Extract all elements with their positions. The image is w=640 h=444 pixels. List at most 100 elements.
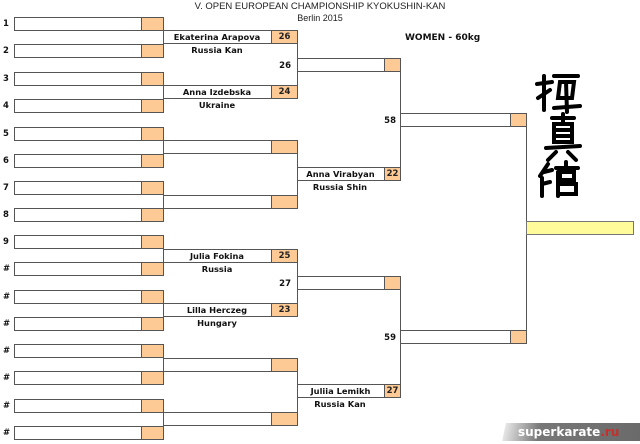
match-number: 27 [279, 279, 291, 289]
competitor-country: Ukraine [198, 100, 236, 110]
round3-slot[interactable] [297, 58, 401, 72]
weight-category: WOMEN - 60kg [405, 33, 481, 43]
competitor-name: Anna Virabyan [306, 169, 375, 179]
competitor-name [298, 59, 383, 71]
score-box [384, 276, 401, 290]
bracket-connector [163, 405, 164, 434]
bracket-connector [400, 65, 401, 175]
round1-slot[interactable] [14, 72, 164, 86]
round3-slot[interactable]: Juliia Lemikh 27 [297, 384, 401, 398]
round2-slot[interactable] [163, 195, 298, 209]
score-box [141, 317, 164, 331]
round1-slot[interactable] [14, 208, 164, 222]
competitor-country: Russia Kan [191, 45, 243, 55]
final-winner-slot[interactable] [526, 221, 634, 235]
score-box: 23 [271, 303, 298, 317]
match-number: 58 [384, 116, 396, 126]
round2-slot[interactable] [163, 358, 298, 372]
seed-number: # [3, 373, 11, 383]
round1-slot[interactable] [14, 426, 164, 440]
competitor-name: Lilla Herczeg [186, 305, 248, 315]
score-box: 27 [384, 384, 401, 398]
bracket-connector [400, 283, 401, 391]
competitor-name [15, 345, 140, 357]
tournament-title: V. OPEN EUROPEAN CHAMPIONSHIP KYOKUSHIN-… [194, 1, 446, 12]
score-box [141, 154, 164, 168]
competitor-name [164, 359, 270, 371]
seed-number: 1 [3, 19, 9, 29]
round1-slot[interactable] [14, 371, 164, 385]
bracket-connector [163, 187, 164, 216]
score-box [141, 344, 164, 358]
round2-slot[interactable] [163, 412, 298, 426]
round1-slot[interactable] [14, 290, 164, 304]
score-box [271, 358, 298, 372]
bracket-connector [297, 255, 298, 311]
competitor-country: Russia Kan [314, 399, 366, 409]
competitor-name [15, 18, 140, 30]
round1-slot[interactable] [14, 127, 164, 141]
round2-slot[interactable] [163, 140, 298, 154]
seed-number: 6 [3, 156, 9, 166]
seed-number: 7 [3, 183, 9, 193]
bracket-connector [297, 36, 298, 93]
score-box [141, 99, 164, 113]
round1-slot[interactable] [14, 99, 164, 113]
seed-number: 8 [3, 210, 9, 220]
score-box [141, 127, 164, 141]
competitor-name [15, 427, 140, 439]
watermark-text: superkarate [518, 425, 601, 439]
seed-number: 5 [3, 129, 9, 139]
seed-number: 3 [3, 74, 9, 84]
score-box: 22 [384, 167, 401, 181]
competitor-name [15, 372, 140, 384]
match-number: 59 [384, 333, 396, 343]
competitor-name: Juliia Lemikh [310, 386, 371, 396]
seed-number: 4 [3, 101, 9, 111]
competitor-country: Hungary [197, 318, 237, 328]
round3-slot[interactable] [297, 276, 401, 290]
seed-number: # [3, 346, 11, 356]
kyokushin-kan-calligraphy-logo [535, 74, 582, 198]
competitor-name [164, 141, 270, 153]
round1-slot[interactable] [14, 154, 164, 168]
bracket-connector [163, 133, 164, 162]
competitor-name [15, 45, 140, 57]
score-box: 25 [271, 249, 298, 263]
score-box [510, 330, 527, 344]
score-box [141, 208, 164, 222]
bracket-connector [163, 23, 164, 52]
competitor-name [15, 100, 140, 112]
competitor-name [164, 196, 270, 208]
score-box [141, 72, 164, 86]
bracket-connector [163, 296, 164, 325]
competitor-name [164, 413, 270, 425]
competitor-name [15, 263, 140, 275]
score-box [271, 195, 298, 209]
round1-slot[interactable] [14, 317, 164, 331]
seed-number: # [3, 401, 11, 411]
round1-slot[interactable] [14, 44, 164, 58]
round1-slot[interactable] [14, 17, 164, 31]
score-box [141, 426, 164, 440]
round1-slot[interactable] [14, 235, 164, 249]
tournament-location: Berlin 2015 [297, 13, 343, 23]
competitor-name [15, 400, 140, 412]
semifinal-slot[interactable] [400, 330, 527, 344]
competitor-name [15, 236, 140, 248]
round1-slot[interactable] [14, 181, 164, 195]
seed-number: # [3, 264, 11, 274]
seed-number: 2 [3, 46, 9, 56]
competitor-name [15, 291, 140, 303]
semifinal-slot[interactable] [400, 113, 527, 127]
competitor-name: Anna Izdebska [182, 87, 252, 97]
round1-slot[interactable] [14, 344, 164, 358]
round1-slot[interactable] [14, 262, 164, 276]
bracket-connector [163, 350, 164, 379]
round1-slot[interactable] [14, 399, 164, 413]
round3-slot[interactable]: Anna Virabyan 22 [297, 167, 401, 181]
round2-slot[interactable]: Lilla Herczeg 23 [163, 303, 298, 317]
